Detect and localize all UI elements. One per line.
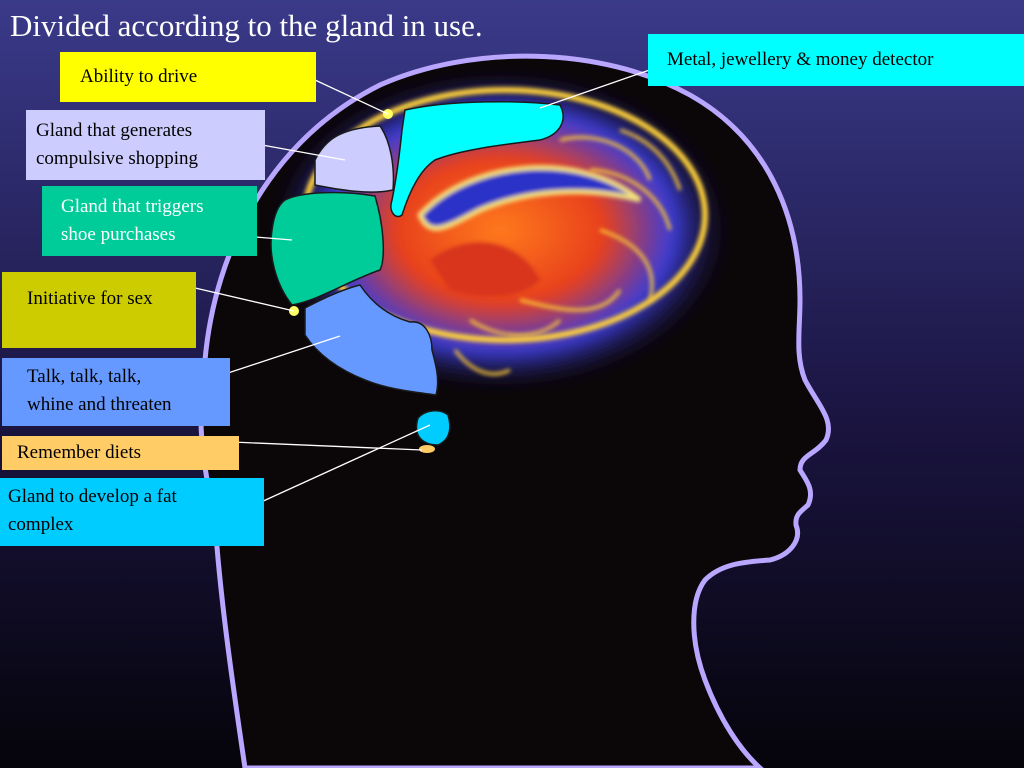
label-shoe-purchases-line-1: Gland that triggers bbox=[61, 193, 247, 221]
label-compulsive-shopping-line-2: compulsive shopping bbox=[36, 145, 255, 173]
label-initiative-for-sex-text: Initiative for sex bbox=[27, 285, 186, 313]
label-initiative-for-sex: Initiative for sex bbox=[2, 272, 196, 348]
label-compulsive-shopping-line-1: Gland that generates bbox=[36, 117, 255, 145]
region-diets bbox=[419, 445, 435, 453]
label-remember-diets-text: Remember diets bbox=[17, 439, 229, 467]
label-remember-diets: Remember diets bbox=[2, 436, 239, 470]
label-money-detector-text: Metal, jewellery & money detector bbox=[667, 48, 1014, 72]
label-talk-whine: Talk, talk, talk, whine and threaten bbox=[2, 358, 230, 426]
slide-title: Divided according to the gland in use. bbox=[10, 8, 483, 44]
label-shoe-purchases: Gland that triggers shoe purchases bbox=[42, 186, 257, 256]
label-shoe-purchases-line-2: shoe purchases bbox=[61, 221, 247, 249]
label-ability-to-drive-text: Ability to drive bbox=[80, 63, 306, 91]
label-talk-whine-line-2: whine and threaten bbox=[27, 391, 220, 419]
label-fat-complex-line-2: complex bbox=[8, 511, 254, 539]
label-fat-complex: Gland to develop a fat complex bbox=[0, 478, 264, 546]
label-compulsive-shopping: Gland that generates compulsive shopping bbox=[26, 110, 265, 180]
label-ability-to-drive: Ability to drive bbox=[60, 52, 316, 102]
region-fat bbox=[416, 411, 449, 445]
label-fat-complex-line-1: Gland to develop a fat bbox=[8, 483, 254, 511]
label-money-detector: Metal, jewellery & money detector bbox=[648, 34, 1024, 86]
label-talk-whine-line-1: Talk, talk, talk, bbox=[27, 363, 220, 391]
